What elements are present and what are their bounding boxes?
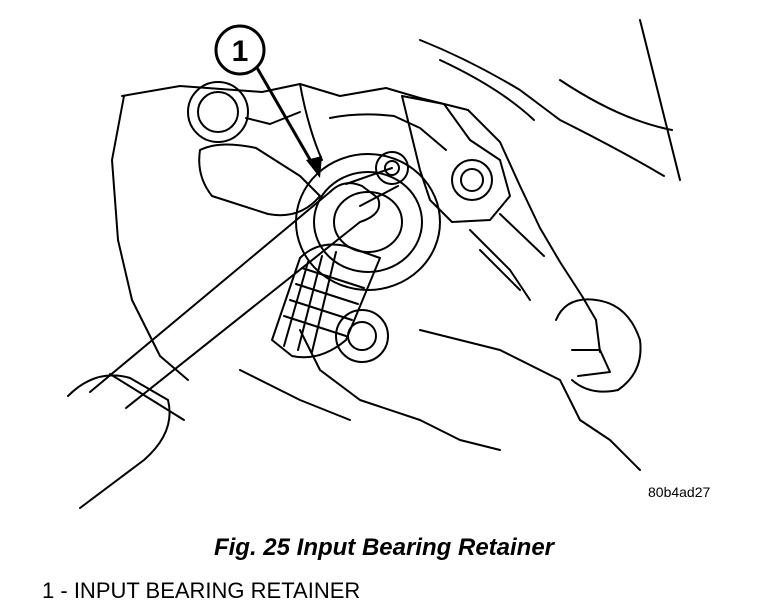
legend-item-separator: - bbox=[54, 578, 74, 603]
housing-outline-lower bbox=[111, 95, 189, 381]
housing-rib bbox=[299, 83, 323, 161]
bolt-hole-upper-left bbox=[197, 91, 239, 133]
tool-handle bbox=[67, 373, 185, 509]
housing-curve-2 bbox=[559, 79, 673, 131]
callout-arrowhead bbox=[306, 156, 322, 178]
housing-right-edge bbox=[639, 19, 681, 181]
bolt-boss-upper-right bbox=[401, 95, 511, 223]
callout-leader bbox=[254, 65, 318, 171]
figure-code: 80b4ad27 bbox=[648, 484, 711, 500]
bolt-boss-upper-left bbox=[187, 81, 249, 143]
bolt-boss-lower bbox=[335, 309, 389, 363]
transmission-line-drawing: 1 bbox=[67, 19, 681, 509]
housing-bottom-3 bbox=[419, 329, 641, 471]
callout-number: 1 bbox=[232, 35, 249, 68]
housing-web bbox=[469, 213, 545, 301]
tool-shaft-lower bbox=[125, 221, 361, 409]
housing-outline bbox=[121, 83, 601, 353]
housing-curve bbox=[419, 39, 665, 177]
figure-caption: Fig. 25 Input Bearing Retainer bbox=[213, 534, 555, 561]
housing-bottom bbox=[299, 329, 501, 451]
housing-flange bbox=[198, 143, 321, 217]
legend: 1 - INPUT BEARING RETAINER bbox=[42, 578, 360, 604]
housing-bottom-2 bbox=[239, 369, 351, 421]
legend-item-label: INPUT BEARING RETAINER bbox=[73, 578, 361, 603]
right-bore bbox=[555, 298, 642, 393]
housing-curve-3 bbox=[439, 59, 535, 121]
input-shaft bbox=[271, 243, 381, 359]
housing-rib-2 bbox=[329, 113, 447, 151]
callout-1: 1 bbox=[214, 24, 266, 76]
legend-item-number: 1 bbox=[42, 578, 55, 603]
tool-tip bbox=[329, 182, 381, 223]
bolt-hole-upper-right bbox=[451, 159, 493, 201]
retainer-bolt bbox=[375, 151, 409, 185]
tool-shaft-upper bbox=[89, 191, 331, 393]
input-bearing-retainer bbox=[295, 153, 441, 291]
